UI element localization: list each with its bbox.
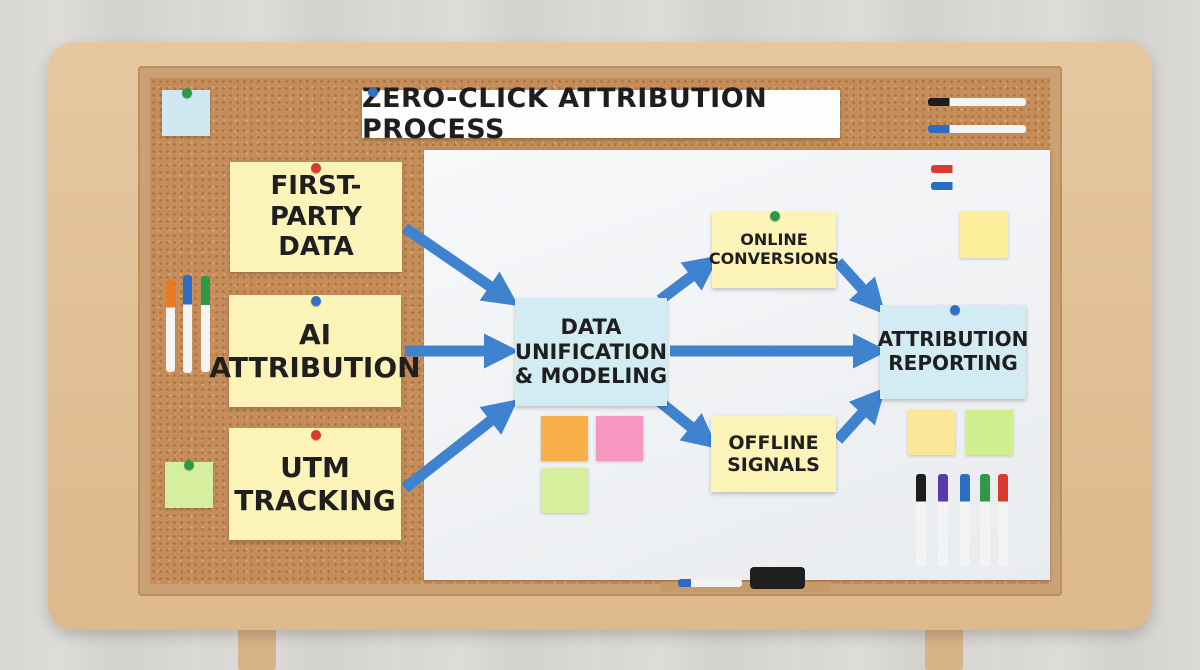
node-utm-tracking: UTM TRACKING <box>229 428 401 540</box>
sticky-note-green <box>541 468 588 513</box>
eraser-icon <box>750 567 805 589</box>
pin-icon <box>770 211 780 221</box>
sticky-note-orange <box>541 416 588 461</box>
node-label: ATTRIBUTION REPORTING <box>877 327 1029 375</box>
marker-blue <box>183 275 192 373</box>
marker-green <box>980 474 990 566</box>
marker-orange <box>166 280 175 372</box>
node-label: OFFLINE SIGNALS <box>727 431 820 476</box>
node-label: AI ATTRIBUTION <box>209 317 421 384</box>
node-online-conversions: ONLINE CONVERSIONS <box>708 212 840 288</box>
sticky-note-yellow <box>960 212 1008 258</box>
marker-green <box>201 276 210 372</box>
pin-icon <box>368 87 378 97</box>
marker-black <box>916 474 926 566</box>
arrow-unification-to-online-conversions <box>656 255 720 305</box>
node-data-unification-modeling: DATA UNIFICATION & MODELING <box>515 298 667 406</box>
pin-icon <box>311 163 321 173</box>
node-offline-signals: OFFLINE SIGNALS <box>711 416 836 492</box>
marker-black <box>928 98 1026 106</box>
sticky-note-yellow <box>908 410 955 455</box>
diagram-title: ZERO-CLICK ATTRIBUTION PROCESS <box>362 83 840 145</box>
arrow-offline-signals-to-attribution-reporting <box>833 387 886 444</box>
node-label: UTM TRACKING <box>234 450 396 517</box>
node-label: FIRST-PARTY DATA <box>269 170 363 263</box>
arrow-online-conversions-to-attribution-reporting <box>833 258 886 315</box>
sticky-note-pink <box>596 416 643 461</box>
node-first-party-data: FIRST-PARTY DATA <box>230 162 402 272</box>
node-ai-attribution: AI ATTRIBUTION <box>209 295 421 407</box>
node-attribution-reporting: ATTRIBUTION REPORTING <box>877 305 1029 399</box>
arrow-utm-tracking-to-unification <box>401 399 519 493</box>
pin-icon <box>182 88 192 98</box>
pin-icon <box>950 305 960 315</box>
pin-icon <box>311 430 321 440</box>
marker-tray <box>660 582 830 592</box>
node-label: ONLINE CONVERSIONS <box>708 230 840 268</box>
marker-purple <box>938 474 948 566</box>
node-label: DATA UNIFICATION & MODELING <box>514 314 668 389</box>
marker-red <box>998 474 1008 566</box>
marker-blue <box>960 474 970 566</box>
marker-blue <box>678 579 742 587</box>
arrow-first-party-to-unification <box>401 223 519 306</box>
marker-blue <box>931 182 1029 190</box>
pin-icon <box>311 296 321 306</box>
sticky-note-green <box>966 410 1013 455</box>
arrow-unification-to-offline-signals <box>656 397 718 449</box>
marker-blue <box>928 125 1026 133</box>
pin-icon <box>184 460 194 470</box>
marker-red <box>931 165 1029 173</box>
